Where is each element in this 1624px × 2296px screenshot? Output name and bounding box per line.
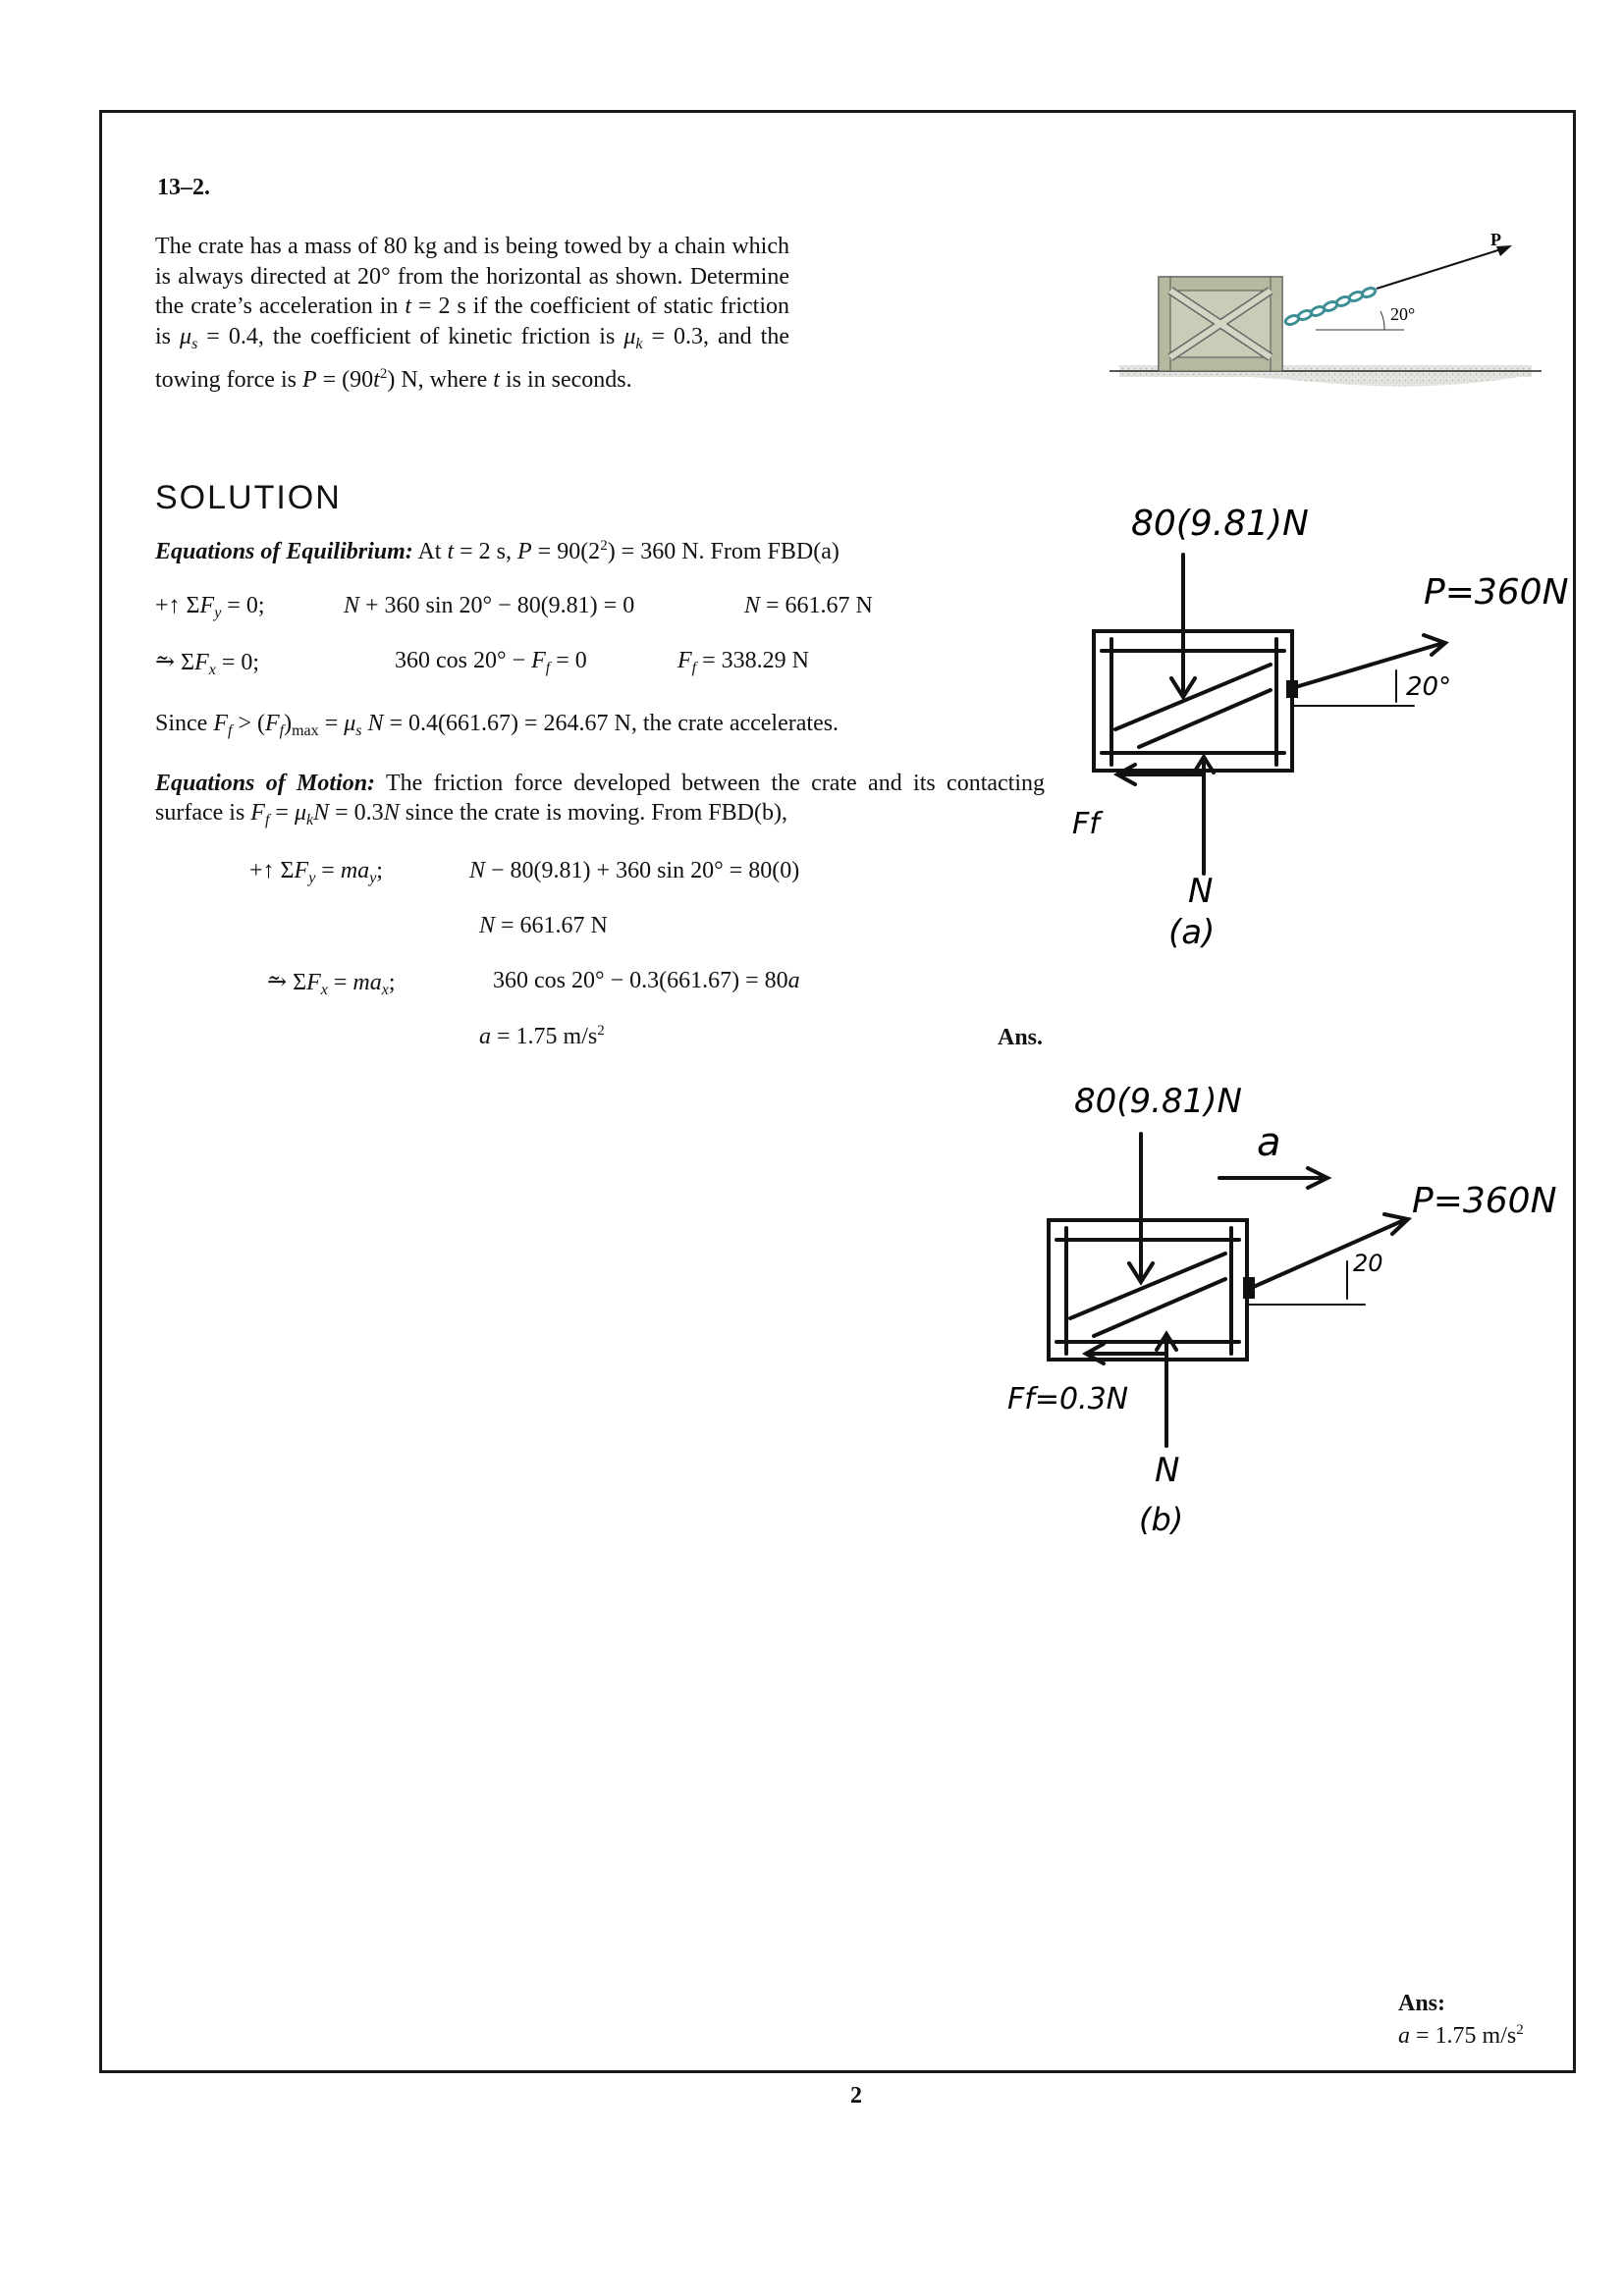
- fbd-b-force-arrow: [1247, 1218, 1406, 1291]
- motion-text: The friction force developed between the…: [155, 771, 1045, 828]
- eq1-result: N = 661.67 N: [744, 593, 873, 618]
- fbd-a-force-label: P=360N: [1424, 572, 1569, 613]
- arrowhead: [1496, 245, 1512, 256]
- eq4-body: 360 cos 20° − 0.3(661.67) = 80a: [493, 968, 800, 993]
- eq3-result: N = 661.67 N: [479, 913, 608, 938]
- page-frame: [99, 110, 1576, 2073]
- fbd-a-friction-label: Ff: [1072, 807, 1104, 841]
- force-p-arrow: [1376, 246, 1508, 290]
- fbd-b-weight-label: 80(9.81)N: [1074, 1082, 1242, 1121]
- solution-heading: SOLUTION: [155, 479, 342, 516]
- fbd-a-caption: (a): [1168, 913, 1215, 952]
- problem-statement: The crate has a mass of 80 kg and is bei…: [155, 234, 789, 393]
- eq1-body: N + 360 sin 20° − 80(9.81) = 0: [344, 593, 635, 618]
- fbd-a-weight-label: 80(9.81)N: [1131, 504, 1309, 544]
- eq2-result: Ff = 338.29 N: [677, 648, 809, 676]
- fbd-a: 80(9.81)N P=360N 20° Ff N (a): [1072, 504, 1569, 952]
- since-statement: Since Ff > (Ff)max = μs N = 0.4(661.67) …: [155, 711, 839, 739]
- page-number: 2: [850, 2083, 862, 2109]
- fbd-b-angle-label: 20: [1353, 1250, 1383, 1277]
- eq2-body: 360 cos 20° − Ff = 0: [395, 648, 587, 676]
- motion-title: Equations of Motion:: [155, 771, 376, 796]
- crate-figure: P 20°: [1110, 230, 1542, 387]
- force-label: P: [1490, 230, 1501, 249]
- fbd-a-force-arrow: [1290, 641, 1445, 690]
- equilibrium-title: Equations of Equilibrium:: [155, 539, 413, 564]
- fbd-a-angle-label: 20°: [1406, 672, 1451, 702]
- crate-drawing: [1158, 276, 1283, 372]
- chain: [1283, 287, 1378, 326]
- angle-arc: [1380, 310, 1385, 331]
- fbd-b-caption: (b): [1139, 1501, 1183, 1538]
- answer-box-label: Ans:: [1398, 1991, 1446, 2016]
- fbd-b-friction-label: Ff=0.3N: [1007, 1382, 1128, 1416]
- eq3-label: +↑ ΣFy = may;: [249, 858, 383, 886]
- eq1-label: +↑ ΣFy = 0;: [155, 593, 265, 621]
- fbd-b-normal-label: N: [1155, 1451, 1179, 1490]
- fbd-a-normal-label: N: [1188, 872, 1213, 911]
- fbd-b-accel-label: a: [1257, 1120, 1281, 1165]
- eq3-body: N − 80(9.81) + 360 sin 20° = 80(0): [469, 858, 800, 883]
- ans-label: Ans.: [998, 1025, 1044, 1050]
- eq4-result: a = 1.75 m/s2: [479, 1023, 605, 1049]
- fbd-b-force-label: P=360N: [1412, 1181, 1557, 1221]
- fbd-b: 80(9.81)N a P=360N 20 Ff=0.3N N (b): [1007, 1082, 1557, 1538]
- angle-label: 20°: [1390, 304, 1415, 324]
- eq4-label: ⥲ ΣFx = max;: [267, 970, 396, 998]
- eq2-label: ⥲ ΣFx = 0;: [155, 650, 260, 678]
- equilibrium-text: At t = 2 s, P = 90(22) = 360 N. From FBD…: [417, 538, 839, 564]
- motion-intro: Equations of Motion: The friction force …: [155, 769, 1045, 835]
- equilibrium-intro: Equations of Equilibrium: At t = 2 s, P …: [155, 538, 839, 565]
- problem-number: 13–2.: [157, 175, 210, 200]
- answer-box-value: a = 1.75 m/s2: [1398, 2022, 1524, 2049]
